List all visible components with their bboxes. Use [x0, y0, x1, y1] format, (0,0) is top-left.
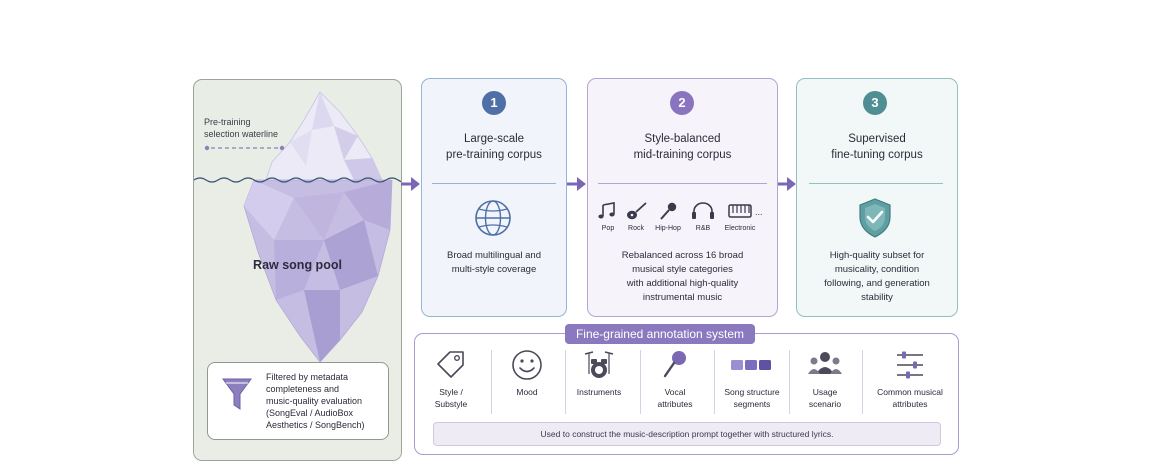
annotation-separator	[491, 350, 492, 414]
annotation-mood: Mood	[495, 348, 559, 398]
annotation-separator	[789, 350, 790, 414]
style-hip-hop: Hip-Hop	[650, 201, 686, 232]
stage-3-description: High-quality subset for musicality, cond…	[824, 250, 930, 303]
stage-2-divider	[598, 183, 767, 184]
filter-criteria-text: Filtered by metadata completeness and mu…	[266, 372, 365, 430]
annotation-song-structure: Song structure segments	[717, 348, 787, 410]
arrow-to-stage-2	[567, 177, 586, 191]
annotation-system-title: Fine-grained annotation system	[565, 324, 755, 344]
stage-1-number: 1	[482, 91, 506, 115]
style-pop: Pop	[594, 201, 622, 232]
annotation-separator	[862, 350, 863, 414]
style-rock: Rock	[622, 201, 650, 232]
annotation-separator	[640, 350, 641, 414]
stage-2-number: 2	[670, 91, 694, 115]
annotation-instruments: Instruments	[567, 348, 631, 398]
annotation-footer-note: Used to construct the music-description …	[433, 422, 941, 446]
annotation-usage-scenario: Usage scenario	[793, 348, 857, 410]
stage-1-divider	[432, 183, 556, 184]
segments-icon	[731, 360, 771, 370]
annotation-separator	[714, 350, 715, 414]
arrow-to-stage-3	[777, 177, 796, 191]
raw-song-pool-panel: Pre-training selection waterline Raw son…	[193, 79, 402, 461]
stage-3-number: 3	[863, 91, 887, 115]
annotation-system-box: Style / Substyle Mood Instruments	[414, 333, 959, 455]
funnel-icon	[222, 378, 252, 410]
annotation-style-substyle: Style / Substyle	[419, 348, 483, 410]
stage-3-card: 3 Supervised fine-tuning corpus High-qua…	[796, 78, 958, 317]
headphones-icon	[692, 202, 714, 219]
stage-2-card: 2 Style-balanced mid-training corpus Pop…	[587, 78, 778, 317]
iceberg-illustration	[194, 91, 401, 460]
style-rnb: R&B	[688, 201, 718, 232]
shield-check-icon	[859, 198, 891, 238]
stage-1-description: Broad multilingual and multi-style cover…	[446, 250, 541, 275]
stage-1-title: Large-scale pre-training corpus	[446, 133, 542, 161]
arrow-to-stage-1	[401, 177, 420, 191]
waterline-label: Pre-training selection waterline	[204, 117, 279, 139]
sliders-icon	[897, 351, 923, 379]
keyboard-synth-icon	[728, 204, 752, 218]
drum-kit-icon	[584, 351, 614, 378]
annotation-common-musical-attributes: Common musical attributes	[867, 348, 953, 410]
raw-song-pool-label: Raw song pool	[253, 258, 342, 272]
people-icon	[808, 352, 842, 374]
stage-1-card: 1 Large-scale pre-training corpus Broad …	[421, 78, 567, 317]
filter-criteria-box: Filtered by metadata completeness and mu…	[207, 362, 389, 440]
stage-3-title: Supervised fine-tuning corpus	[831, 133, 923, 161]
more-styles-ellipsis: ...	[755, 207, 763, 217]
music-note-icon	[598, 202, 615, 219]
globe-icon	[475, 200, 511, 236]
stage-2-title: Style-balanced mid-training corpus	[633, 133, 732, 161]
microphone-icon	[660, 202, 677, 220]
annotation-vocal-attributes: Vocal attributes	[643, 348, 707, 410]
tag-icon	[437, 351, 464, 378]
microphone-icon	[663, 351, 686, 378]
guitar-icon	[627, 202, 647, 220]
stage-2-description: Rebalanced across 16 broad musical style…	[621, 250, 744, 303]
stage-3-divider	[809, 183, 943, 184]
annotation-separator	[565, 350, 566, 414]
style-electronic: Electronic	[721, 201, 759, 232]
smiley-icon	[512, 350, 542, 380]
